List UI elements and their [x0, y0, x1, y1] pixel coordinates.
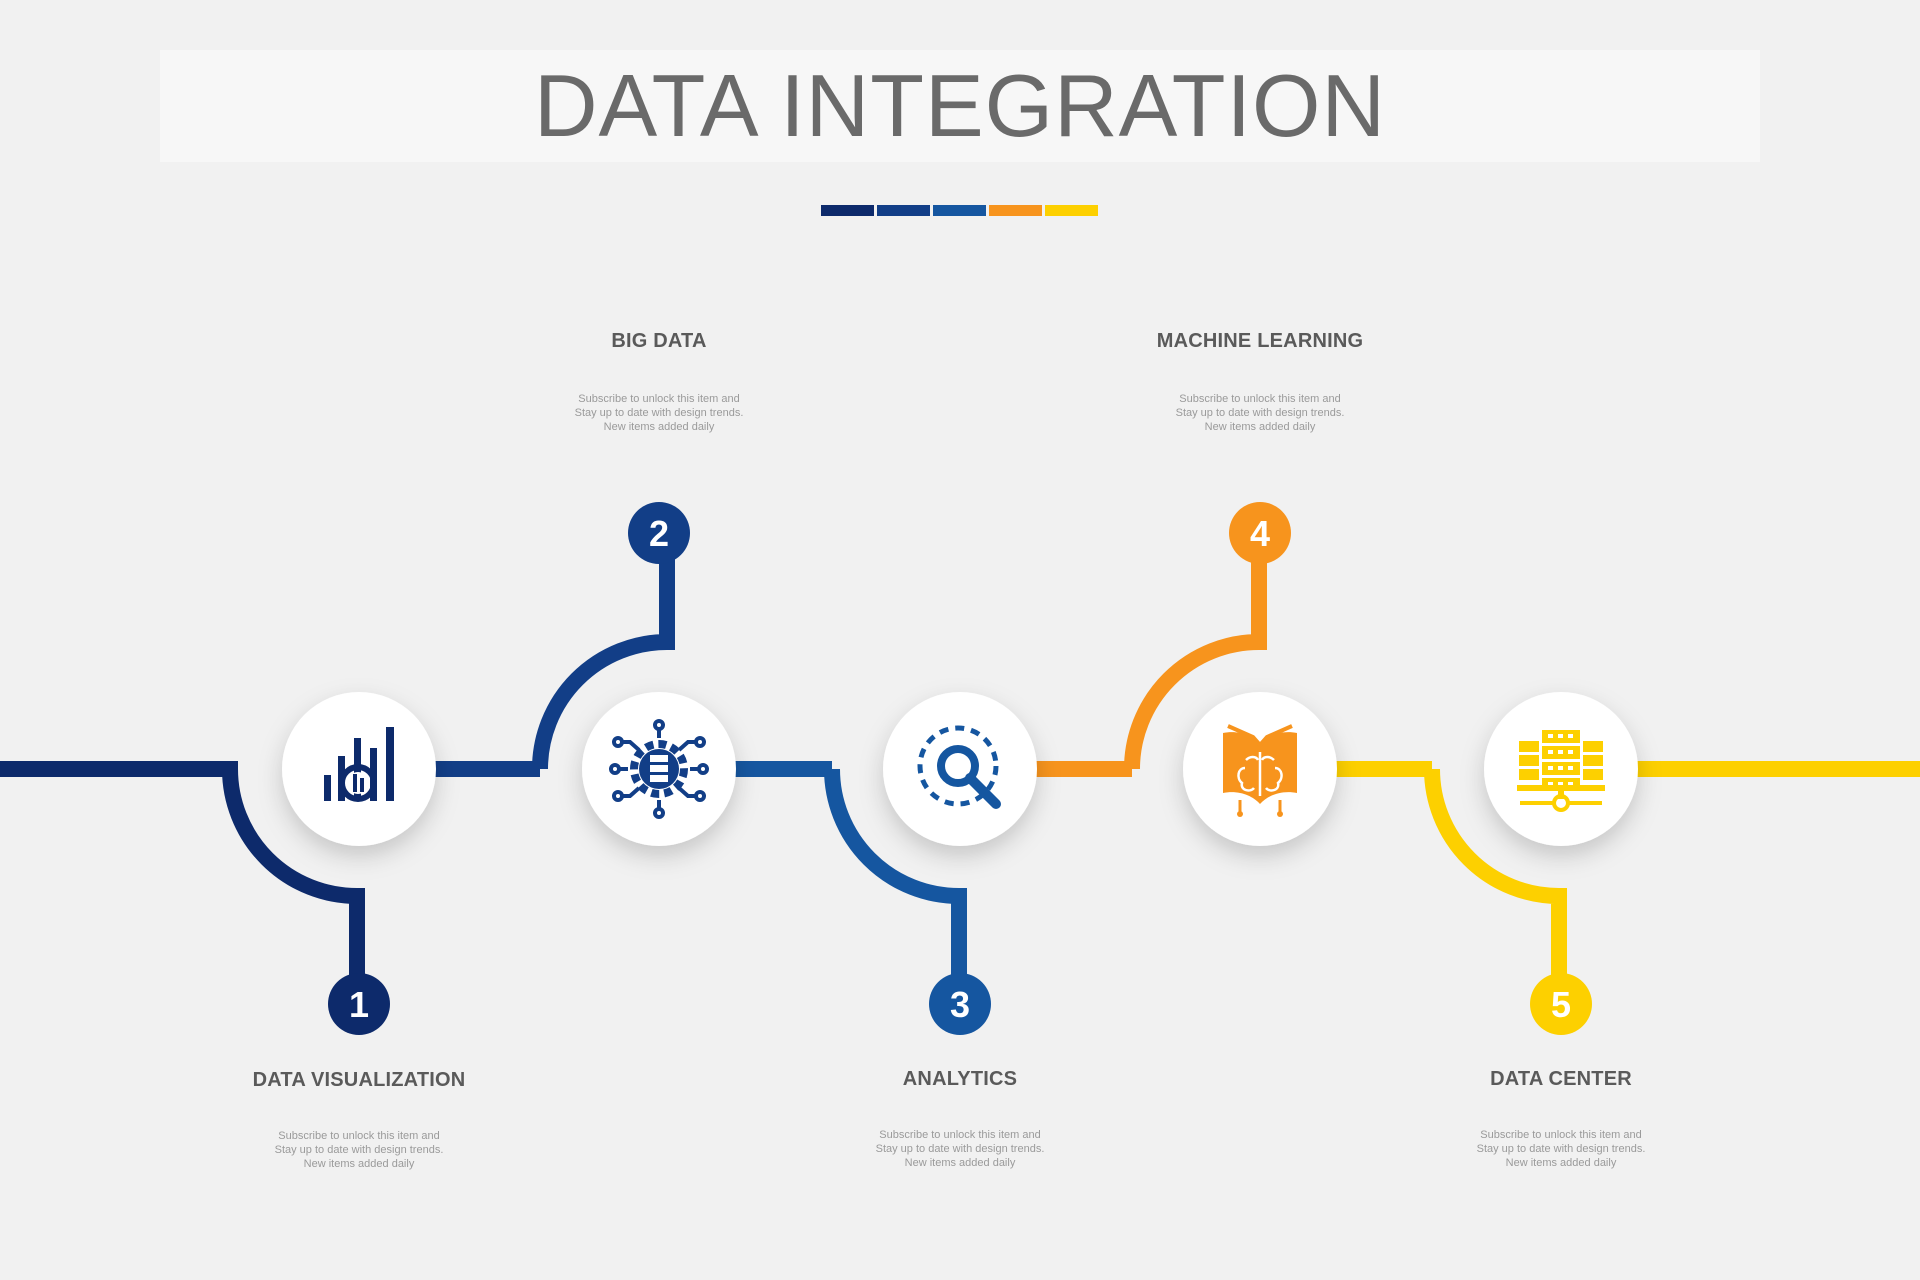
step-number-5: 5	[1551, 984, 1571, 1025]
step-3-description: Subscribe to unlock this item and Stay u…	[875, 1129, 1045, 1169]
connector-5	[1424, 768, 1567, 1010]
step-2-title: BIG DATA	[611, 330, 707, 352]
step-4-title: MACHINE LEARNING	[1156, 330, 1364, 352]
color-bar-segment-3	[933, 205, 986, 216]
number-marker-5: 5	[1530, 973, 1592, 1035]
step-number-2: 2	[649, 513, 669, 554]
step-1-title: DATA VISUALIZATION	[252, 1069, 466, 1091]
page-title: DATA INTEGRATION	[533, 56, 1387, 155]
title-band: DATA INTEGRATION	[160, 50, 1760, 162]
step-5-description: Subscribe to unlock this item and Stay u…	[1476, 1129, 1646, 1169]
number-marker-3: 3	[929, 973, 991, 1035]
bar-chart-magnifier-icon	[324, 727, 394, 802]
step-1-description: Subscribe to unlock this item and Stay u…	[274, 1130, 444, 1170]
step-number-4: 4	[1250, 513, 1270, 554]
step-2-description: Subscribe to unlock this item and Stay u…	[574, 393, 744, 433]
step-number-3: 3	[950, 984, 970, 1025]
step-4-description: Subscribe to unlock this item and Stay u…	[1175, 393, 1345, 433]
magnifier-target-icon	[917, 725, 1001, 809]
number-marker-4: 4	[1229, 502, 1291, 564]
color-bar-segment-1	[821, 205, 874, 216]
color-bar-segment-2	[877, 205, 930, 216]
step-5-title: DATA CENTER	[1490, 1068, 1632, 1090]
connector-3	[824, 768, 967, 1010]
server-rack-icon	[1517, 730, 1605, 812]
connector-4	[1124, 534, 1267, 770]
step-3-title: ANALYTICS	[902, 1068, 1018, 1090]
color-bar	[821, 205, 1098, 216]
color-bar-segment-4	[989, 205, 1042, 216]
book-brain-icon	[1223, 724, 1297, 817]
number-marker-2: 2	[628, 502, 690, 564]
connector-1	[0, 761, 365, 1010]
number-marker-1: 1	[328, 973, 390, 1035]
icon-circle-3	[883, 692, 1037, 846]
color-bar-segment-5	[1045, 205, 1098, 216]
step-number-1: 1	[349, 984, 369, 1025]
connector-2	[532, 534, 675, 770]
database-gear-network-icon	[609, 719, 709, 819]
